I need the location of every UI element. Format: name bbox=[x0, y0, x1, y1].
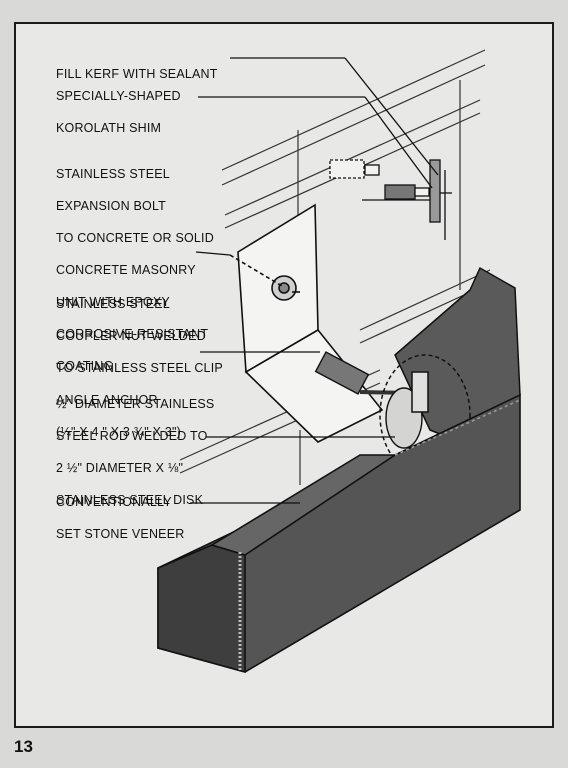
backup-wall-lines bbox=[179, 49, 491, 485]
leader-shim-2 bbox=[364, 96, 433, 189]
page-number: 13 bbox=[14, 737, 33, 756]
callout-steel-rod: ½" DIAMETER STAINLESS STEEL ROD WELDED T… bbox=[56, 397, 215, 507]
leader-fill-kerf-2 bbox=[344, 57, 439, 176]
callout-stone-veneer: CONVENTIONALLY SET STONE VENEER bbox=[56, 495, 185, 541]
callout-expansion-bolt: STAINLESS STEEL EXPANSION BOLT TO CONCRE… bbox=[56, 167, 214, 373]
callout-coupler-nut: STAINLESS STEEL COUPLER NUT WELDED TO ST… bbox=[56, 297, 223, 439]
leader-bolt bbox=[195, 251, 231, 256]
clip-angle-anchor bbox=[229, 203, 384, 443]
masonry-block bbox=[379, 266, 521, 476]
leader-lines bbox=[190, 57, 439, 504]
callout-fill-kerf: FILL KERF WITH SEALANT bbox=[56, 67, 218, 81]
callout-korolath-shim: SPECIALLY-SHAPED KOROLATH SHIM bbox=[56, 89, 181, 135]
stone-veneer bbox=[157, 393, 521, 674]
shim-bolt-detail bbox=[329, 159, 452, 240]
